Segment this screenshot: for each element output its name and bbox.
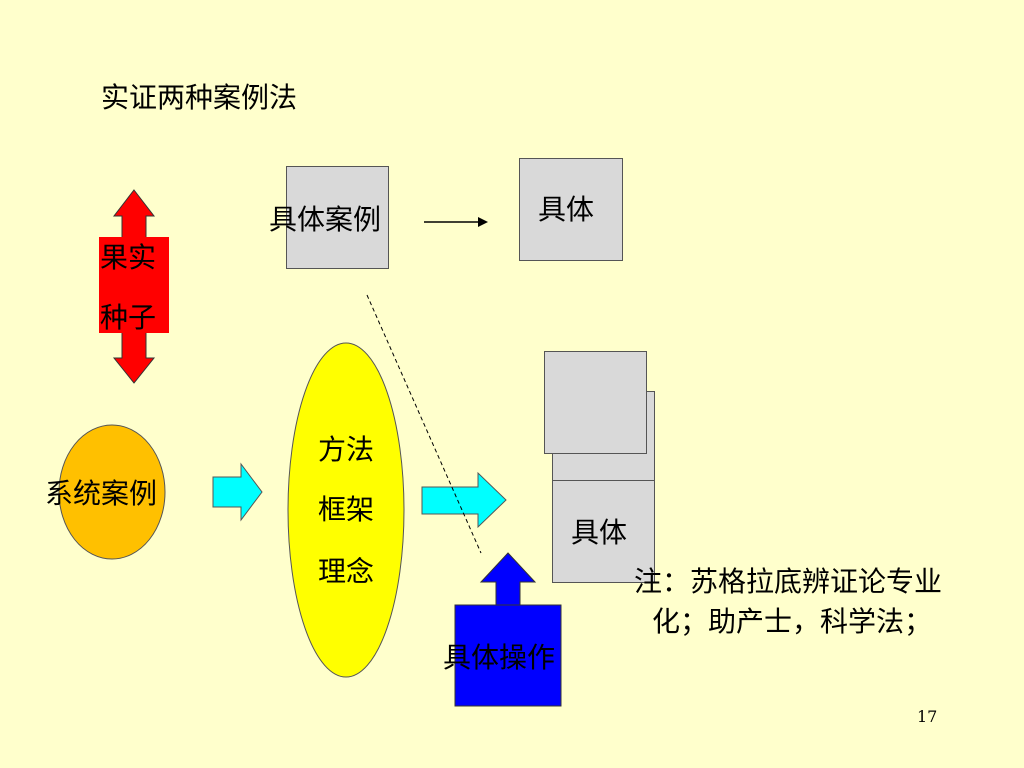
cyan-arrow-left bbox=[212, 462, 263, 522]
slide-title: 实证两种案例法 bbox=[101, 81, 298, 114]
method-line-2: 框架 bbox=[318, 493, 375, 526]
system-case-circle bbox=[58, 424, 166, 560]
method-line-1: 方法 bbox=[318, 433, 375, 466]
thin-arrow-head bbox=[478, 217, 488, 227]
specific-stack-label: 具体 bbox=[571, 516, 628, 549]
seed-label: 种子 bbox=[100, 301, 157, 334]
blue-up-arrow bbox=[479, 552, 537, 606]
blue-operation-box bbox=[454, 604, 562, 707]
stack-box-bottom bbox=[552, 480, 655, 583]
method-ellipse bbox=[287, 342, 405, 678]
specific-operation-label: 具体操作 bbox=[443, 641, 556, 674]
red-arrow-label-bg bbox=[99, 237, 169, 333]
specific-top-box bbox=[519, 158, 623, 261]
cyan-arrow-right bbox=[421, 471, 507, 529]
method-line-3: 理念 bbox=[318, 555, 375, 588]
system-case-label: 系统案例 bbox=[45, 477, 158, 510]
dashed-connector bbox=[366, 294, 482, 554]
page-number: 17 bbox=[917, 707, 938, 726]
specific-case-label: 具体案例 bbox=[269, 203, 382, 236]
specific-case-box bbox=[286, 166, 389, 269]
fruit-label: 果实 bbox=[100, 241, 157, 274]
specific-top-label: 具体 bbox=[538, 193, 595, 226]
note-line-1: 注：苏格拉底辨证论专业 bbox=[634, 565, 943, 598]
stack-box-top bbox=[544, 351, 647, 454]
note-line-2: 化；助产士，科学法； bbox=[652, 605, 933, 638]
